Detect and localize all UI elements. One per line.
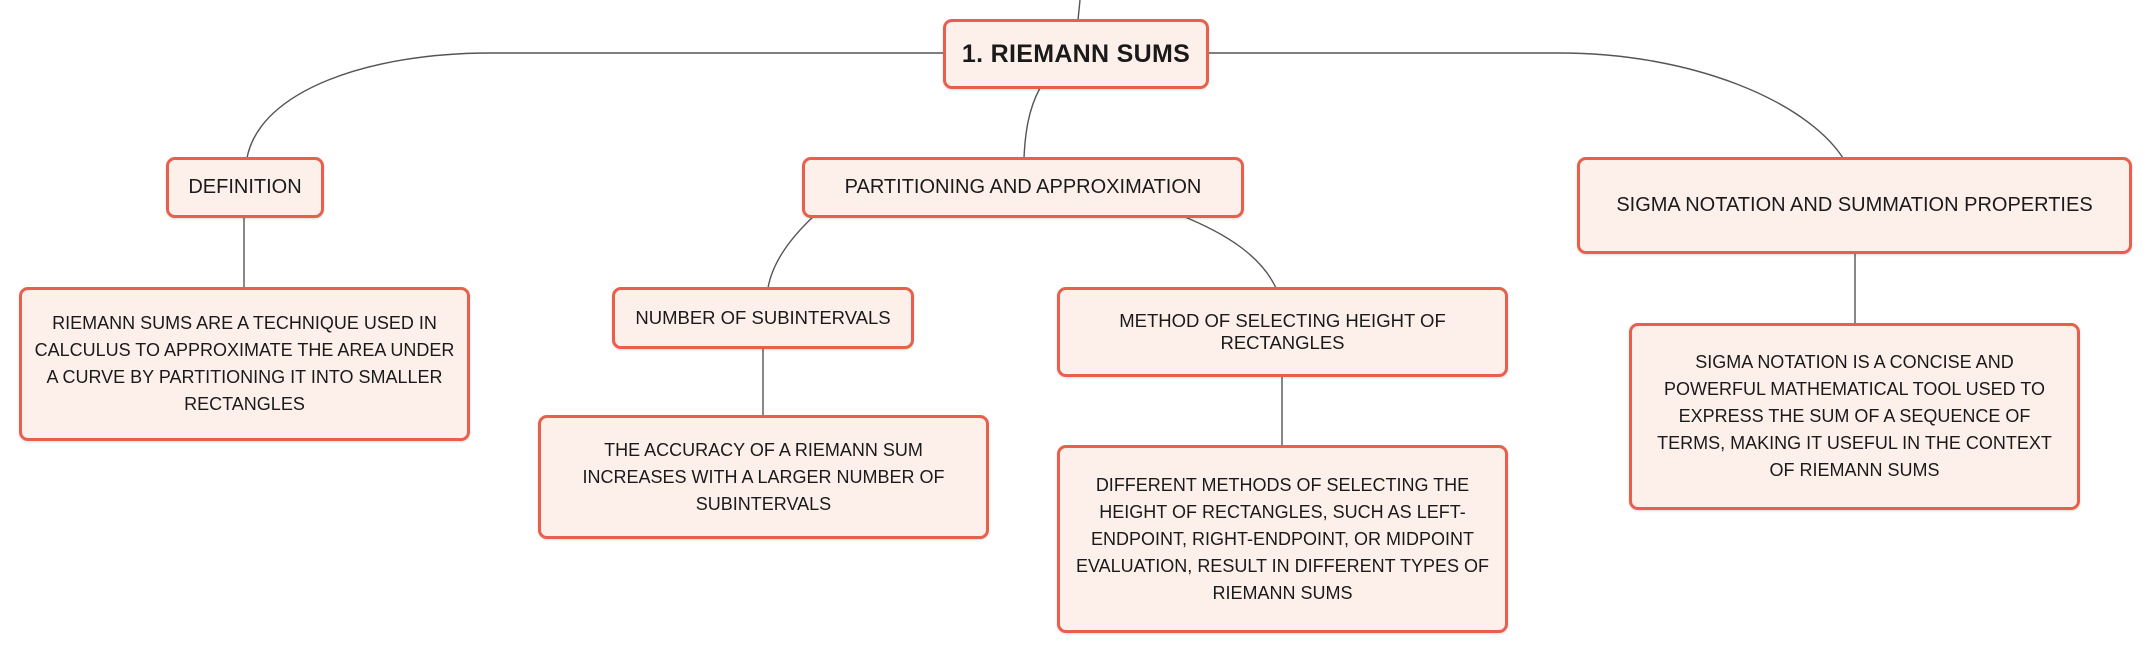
partitioning-node[interactable]: PARTITIONING AND APPROXIMATION — [802, 157, 1244, 218]
connector-root-to-partitioning — [1023, 87, 1041, 159]
subintervals-label: NUMBER OF SUBINTERVALS — [635, 307, 891, 328]
definition-node[interactable]: DEFINITION — [166, 157, 324, 218]
subintervals-node[interactable]: NUMBER OF SUBINTERVALS — [612, 287, 914, 349]
height-method-label: METHOD OF SELECTING HEIGHT OF RECTANGLES — [1119, 310, 1446, 353]
sigma-detail-text: SIGMA NOTATION IS A CONCISE AND POWERFUL… — [1657, 352, 2052, 480]
root-node[interactable]: 1. RIEMANN SUMS — [943, 19, 1209, 89]
definition-detail-node[interactable]: RIEMANN SUMS ARE A TECHNIQUE USED IN CAL… — [19, 287, 470, 441]
height-method-detail-text: DIFFERENT METHODS OF SELECTING THE HEIGH… — [1075, 474, 1490, 603]
subintervals-detail-node[interactable]: THE ACCURACY OF A RIEMANN SUM INCREASES … — [538, 415, 989, 539]
connector-partitioning-to-subintervals — [767, 214, 816, 289]
connector-partitioning-to-height-method — [1179, 214, 1277, 289]
root-label: 1. RIEMANN SUMS — [961, 39, 1191, 68]
height-method-detail-node[interactable]: DIFFERENT METHODS OF SELECTING THE HEIGH… — [1057, 445, 1508, 633]
connector-parent-to-root — [1077, 0, 1081, 21]
sigma-node[interactable]: SIGMA NOTATION AND SUMMATION PROPERTIES — [1577, 157, 2132, 254]
partitioning-label: PARTITIONING AND APPROXIMATION — [844, 176, 1202, 198]
subintervals-detail-text: THE ACCURACY OF A RIEMANN SUM INCREASES … — [582, 439, 945, 514]
sigma-label: SIGMA NOTATION AND SUMMATION PROPERTIES — [1616, 194, 2093, 216]
connector-root-to-sigma — [1208, 52, 1844, 159]
sigma-detail-node[interactable]: SIGMA NOTATION IS A CONCISE AND POWERFUL… — [1629, 323, 2080, 510]
height-method-node[interactable]: METHOD OF SELECTING HEIGHT OF RECTANGLES — [1057, 287, 1508, 377]
definition-detail-text: RIEMANN SUMS ARE A TECHNIQUE USED IN CAL… — [34, 313, 455, 414]
connector-root-to-definition — [246, 52, 944, 159]
definition-label: DEFINITION — [188, 176, 302, 198]
